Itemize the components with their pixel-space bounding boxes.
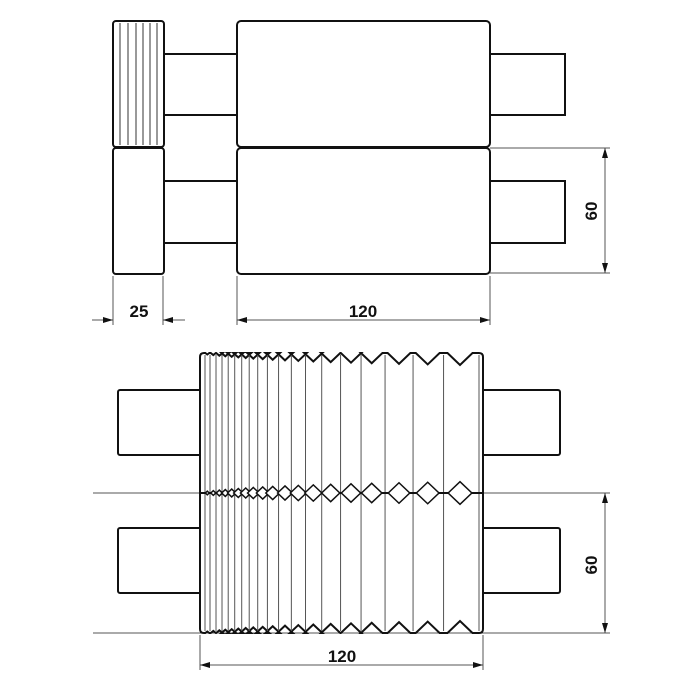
dim-label-60-bottom: 60	[582, 556, 601, 575]
roller-lower	[236, 147, 491, 275]
dimension-25: 25	[92, 276, 185, 325]
left-shaft-upper	[117, 389, 203, 456]
groove-diamond	[387, 481, 411, 505]
left-shaft-upper	[162, 53, 240, 116]
plain-knob	[112, 147, 165, 275]
groove-diamond	[204, 490, 211, 496]
knob-knurl-lines	[119, 23, 158, 145]
groove-diamond	[360, 482, 384, 504]
left-shaft-lower	[162, 180, 240, 244]
knurled-knob	[112, 20, 165, 148]
right-shaft-upper	[480, 389, 561, 456]
right-shaft-lower	[480, 527, 561, 594]
bottom-view: 120 60	[93, 352, 610, 670]
dim-label-120-bottom: 120	[328, 647, 356, 666]
groove-diamond	[209, 489, 217, 497]
right-shaft-upper	[487, 53, 566, 116]
left-shaft-lower	[117, 527, 203, 594]
grooved-roller	[199, 352, 484, 634]
roller-upper	[236, 20, 491, 148]
dim-label-25: 25	[130, 302, 149, 321]
top-view: 25 120 60	[92, 20, 610, 325]
dimension-60-bottom: 60	[582, 493, 608, 633]
dim-label-120-top: 120	[349, 302, 377, 321]
groove-diamond	[320, 483, 341, 503]
groove-diamond	[415, 481, 441, 505]
dimension-120-top: 120	[236, 276, 491, 325]
groove-diamond	[447, 480, 473, 506]
dimension-60-top: 60	[490, 147, 610, 274]
dimension-120-bottom: 120	[199, 635, 484, 670]
right-shaft-lower	[487, 180, 566, 244]
dim-label-60-top: 60	[582, 202, 601, 221]
